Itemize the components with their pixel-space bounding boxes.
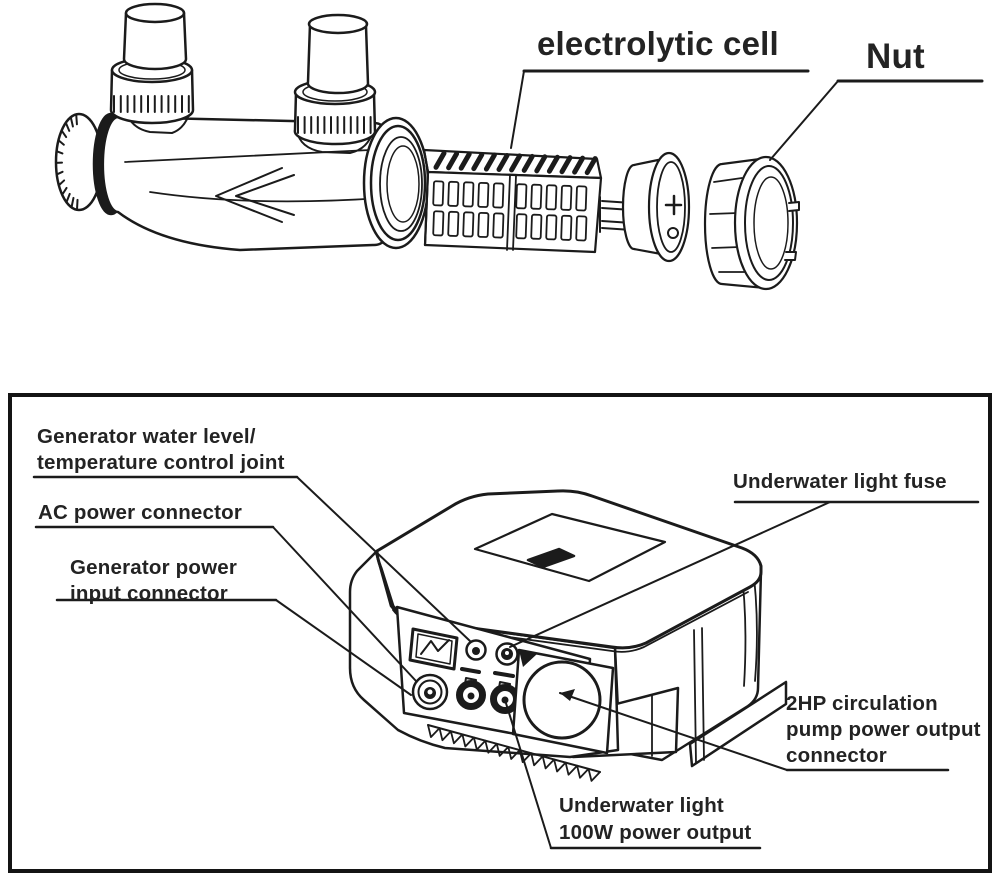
generator-input-label-line1: Generator power: [70, 556, 238, 579]
leader-generator-input: [55, 598, 412, 696]
pump-output-label-line2: pump power output: [786, 718, 981, 741]
light-output-label-line2: 100W power output: [559, 821, 752, 844]
heat-sink-fins: [427, 724, 601, 782]
light-output-label: Underwater light 100W power output: [559, 792, 751, 846]
generator-power-input-connector: [411, 673, 449, 711]
leader-water-level-joint: [32, 475, 471, 642]
callout-lines: [32, 69, 984, 850]
pump-output-label-line1: 2HP circulation: [786, 692, 938, 715]
pump-output-label: 2HP circulation pump power output connec…: [786, 691, 981, 769]
nut-label: Nut: [866, 37, 925, 76]
ac-power-label: AC power connector: [38, 501, 243, 524]
light-output-label-line1: Underwater light: [559, 794, 724, 817]
leader-light-output: [504, 699, 762, 850]
light-fuse-label: Underwater light fuse: [733, 470, 947, 493]
leader-nut: [769, 79, 984, 161]
aux-output-connector: [456, 677, 486, 710]
water-level-joint-connector: [465, 639, 487, 661]
water-level-joint-label-line2: temperature control joint: [37, 451, 285, 474]
leader-ac-power: [34, 525, 417, 682]
leader-electrolytic-cell: [510, 69, 810, 149]
electrolytic-cell-label: electrolytic cell: [537, 25, 779, 62]
connector-diagram-frame: [8, 393, 992, 873]
display-window: [408, 627, 459, 671]
generator-box-drawing: [348, 489, 788, 782]
electrolytic-cell-drawing: [422, 148, 800, 291]
generator-input-label: Generator power input connector: [70, 555, 237, 607]
pump-output-connector: [511, 648, 615, 755]
pump-output-label-line3: connector: [786, 744, 887, 767]
leader-light-fuse: [509, 500, 980, 648]
leader-pump-output: [559, 689, 950, 772]
generator-input-label-line2: input connector: [70, 582, 228, 605]
cell-housing-drawing: [54, 2, 430, 252]
water-level-joint-label-line1: Generator water level/: [37, 425, 256, 448]
water-level-joint-label: Generator water level/ temperature contr…: [37, 424, 285, 476]
